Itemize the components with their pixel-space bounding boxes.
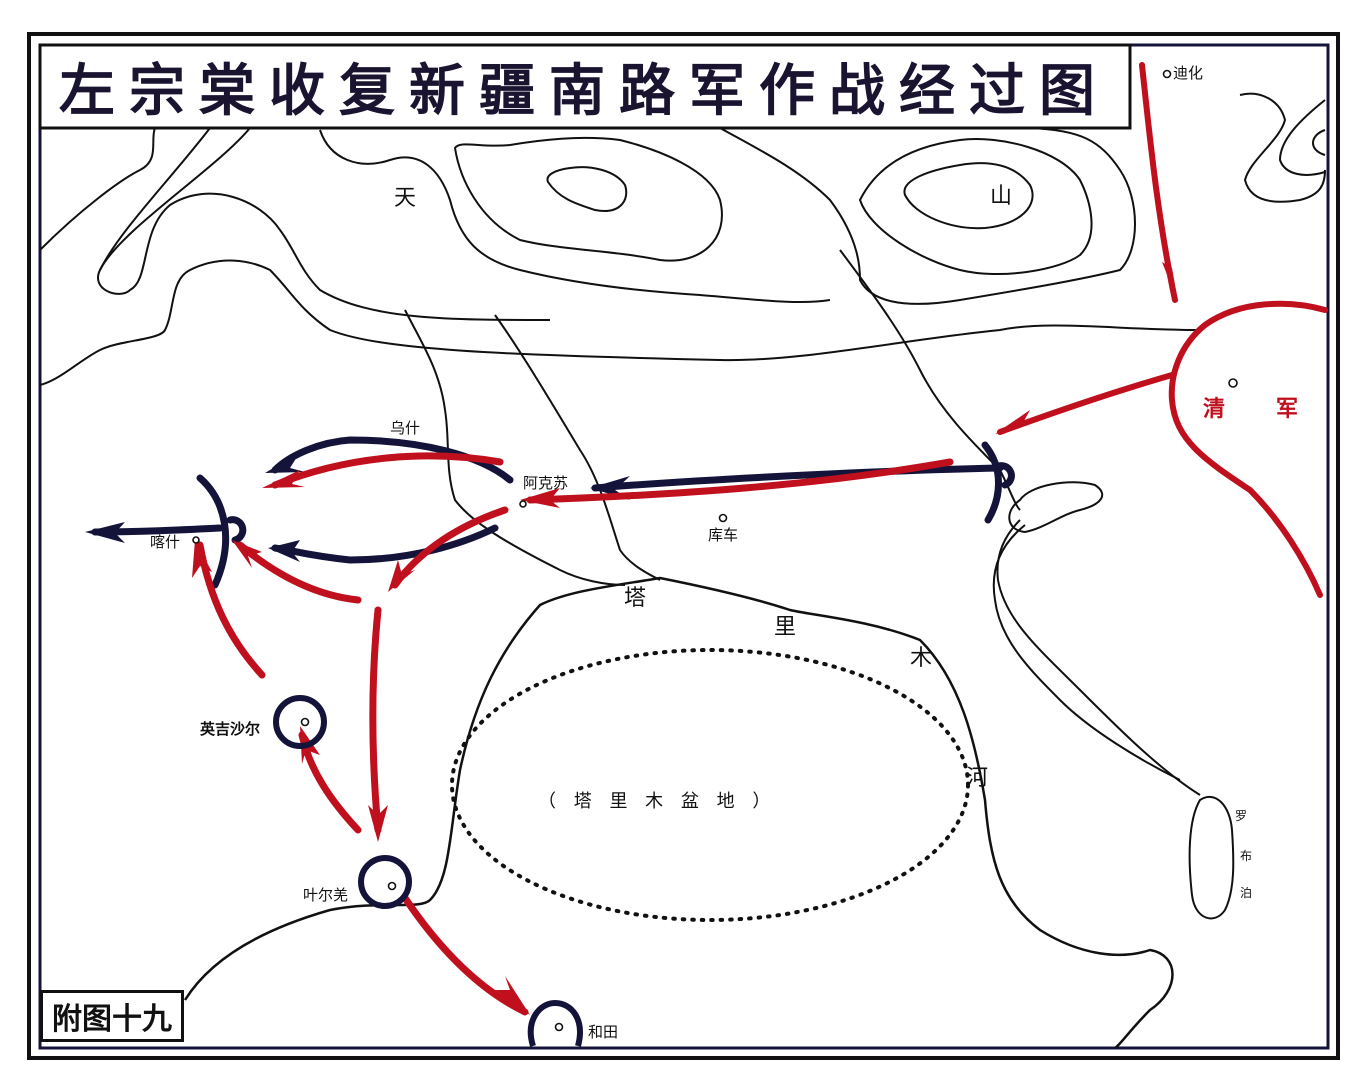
rivers xyxy=(404,249,1201,796)
lake-label-po: 泊 xyxy=(1240,886,1253,900)
basin-label: （ 塔 里 木 盆 地 ） xyxy=(538,791,777,812)
map-title: 左宗棠收复新疆南路军作战经过图 xyxy=(59,58,1109,124)
outer-border xyxy=(27,32,1340,1060)
tarim-river xyxy=(183,576,1174,1050)
label-shan: 山 xyxy=(990,184,1013,209)
enemy-retreat-routes xyxy=(91,436,1015,589)
place-yeerqiang: 叶尔羌 xyxy=(303,886,349,904)
label-qing: 清 xyxy=(1203,396,1226,422)
place-akesu: 阿克苏 xyxy=(523,474,569,492)
qing-advance-routes xyxy=(196,452,954,1016)
qing-arrowheads xyxy=(192,470,560,1015)
arrowhead xyxy=(995,410,1030,434)
lake-label-luo: 罗 xyxy=(1235,809,1248,823)
city-fortifications xyxy=(273,695,583,1047)
mountain-contours xyxy=(39,92,1326,386)
inner-border xyxy=(38,43,1330,1050)
place-kuche: 库车 xyxy=(708,526,739,544)
label-jun: 军 xyxy=(1276,396,1299,422)
river-label-mu: 木 xyxy=(910,646,933,671)
small-lake xyxy=(1008,481,1104,534)
label-tian: 天 xyxy=(394,186,417,211)
place-hetian: 和田 xyxy=(588,1023,619,1041)
river-label-li: 里 xyxy=(774,615,797,640)
desert-boundary xyxy=(450,648,970,922)
lop-nur-lake xyxy=(1188,795,1235,920)
place-dihua: 迪化 xyxy=(1173,64,1204,82)
river-label-ta: 塔 xyxy=(624,586,647,611)
town-markers xyxy=(192,69,1238,1032)
lake-label-bu: 布 xyxy=(1240,849,1253,863)
figure-label: 附图十九 xyxy=(40,990,184,1042)
arrowhead xyxy=(1162,262,1178,302)
place-yingjisha: 英吉沙尔 xyxy=(200,720,261,738)
place-wushi: 乌什 xyxy=(390,419,421,437)
place-kashi: 喀什 xyxy=(150,533,181,551)
title-box xyxy=(38,43,1132,130)
river-label-he: 河 xyxy=(966,766,989,791)
